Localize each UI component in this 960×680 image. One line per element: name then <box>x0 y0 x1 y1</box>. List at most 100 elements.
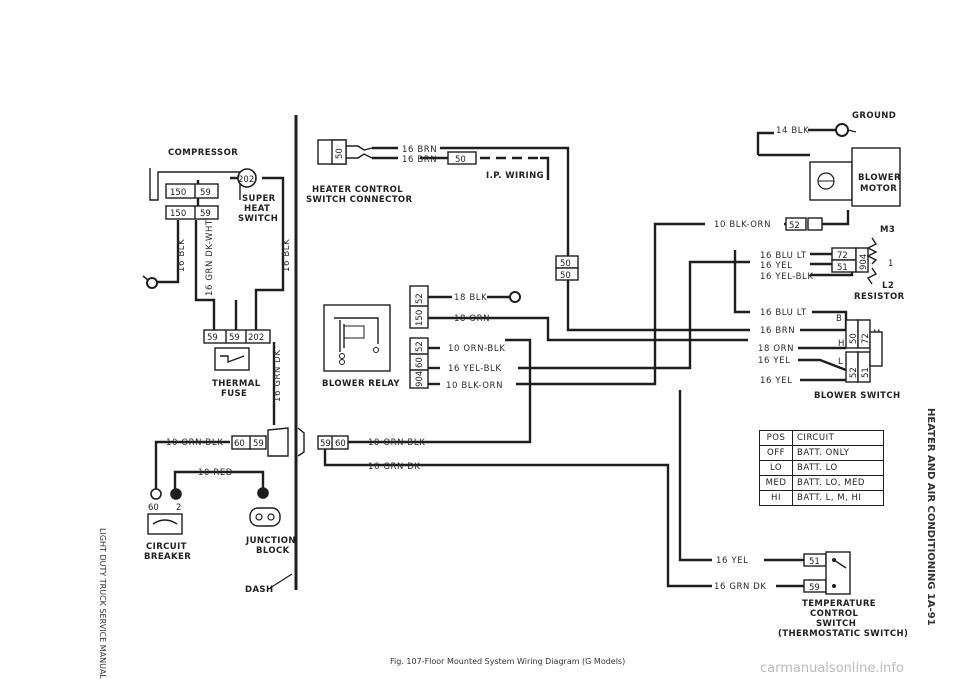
resistor-terminal-1: 1 <box>888 259 893 269</box>
temp-terminal-51: 51 <box>809 557 820 567</box>
junction-block: JUNCTION BLOCK <box>245 487 296 556</box>
junction-block-icon <box>249 507 281 527</box>
relay-lower-terminal-c: 904 <box>415 371 425 387</box>
relay-upper-connector: 52 150 <box>409 285 429 329</box>
blower-motor-label-2: MOTOR <box>860 184 897 194</box>
blower-motor-label-1: BLOWER <box>858 173 901 183</box>
wire-10-orn-blk-dash-right: 10 ORN-BLK <box>368 438 425 448</box>
wire-16-blk-right: 16 BLK <box>282 239 292 272</box>
heater-control-label-2: SWITCH CONNECTOR <box>306 195 413 205</box>
temp-label-3: SWITCH <box>816 619 856 629</box>
bs-terminal-h-label: H <box>838 339 844 349</box>
table-row: LO BATT. LO <box>759 460 884 476</box>
thermal-fuse: 59 59 202 THERMAL FUSE <box>203 329 271 399</box>
wire-18-blk: 18 BLK <box>454 293 487 303</box>
circuit-breaker-icon <box>147 513 183 535</box>
table-row: MED BATT. LO, MED <box>759 475 884 491</box>
bs-top-terminal-c: 904 <box>859 254 869 270</box>
blower-relay: BLOWER RELAY <box>322 304 400 389</box>
wire-16-yel-b: 16 YEL <box>758 356 790 366</box>
wire-16-brn-c: 16 BRN <box>760 326 795 336</box>
temp-label-2: CONTROL <box>810 609 859 619</box>
wire-10-red: 10 RED <box>198 468 233 478</box>
cb-terminal-a: 60 <box>148 503 159 513</box>
lower-terminal-b: 59 <box>200 209 211 219</box>
lower-terminal-a: 150 <box>170 209 186 219</box>
cb-terminal-b: 2 <box>176 503 181 513</box>
dash-left-terminal-a: 60 <box>234 439 245 449</box>
compressor-terminal-a: 150 <box>170 188 186 198</box>
circuit-breaker: 60 2 CIRCUIT BREAKER <box>144 488 191 562</box>
table-header-pos: POS <box>759 430 793 446</box>
dash-right-terminal-a: 59 <box>320 439 331 449</box>
dash-right-terminal-b: 60 <box>335 439 346 449</box>
wire-16-yel-c: 16 YEL <box>760 376 792 386</box>
thermal-fuse-label-2: FUSE <box>221 389 247 399</box>
circuit-breaker-label-1: CIRCUIT <box>146 542 187 552</box>
wire-10-blk-orn-relay: 10 BLK-ORN <box>446 381 503 391</box>
blower-motor: BLOWER MOTOR <box>809 147 901 207</box>
blower-switch-label: BLOWER SWITCH <box>814 391 901 401</box>
bs-left-terminal-a: 52 <box>849 367 859 378</box>
table-cell-pos: OFF <box>759 445 793 461</box>
relay-upper-terminal-a: 52 <box>415 293 425 304</box>
watermark: carmanualsonline.info <box>760 661 904 676</box>
bs-terminal-b-label: B <box>836 314 842 324</box>
vert-50-b: 50 <box>560 271 571 281</box>
junction-block-label-1: JUNCTION <box>245 536 296 546</box>
blower-relay-label: BLOWER RELAY <box>322 379 400 389</box>
wire-16-blu-lt-b: 16 BLU LT <box>760 308 807 318</box>
wire-10-orn-blk-dash-left: 10 ORN-BLK <box>166 438 223 448</box>
table-header-circuit: CIRCUIT <box>792 430 884 446</box>
super-heat-label-1: SUPER <box>242 194 276 204</box>
heater-control-switch-connector: 50 HEATER CONTROL SWITCH CONNECTOR <box>306 139 413 205</box>
relay-lower-connector: 52 60 904 <box>409 337 429 389</box>
ground-icon-left <box>142 275 158 289</box>
heater-control-label-1: HEATER CONTROL <box>312 185 403 195</box>
wire-16-grn-dk-wht: 16 GRN DK-WHT <box>205 219 215 296</box>
vertical-50-connector: 50 50 <box>555 255 579 281</box>
super-heat-terminal: 202 <box>238 175 254 185</box>
m3-label: M3 <box>880 225 895 235</box>
dash-connector-left: 60 59 <box>231 427 305 457</box>
thermal-fuse-label-1: THERMAL <box>212 379 261 389</box>
table-row: HI BATT. L, M, HI <box>759 490 884 506</box>
bs-mid-terminal-a: 50 <box>849 333 859 344</box>
ground-52-terminal: 52 <box>789 221 800 231</box>
wire-network <box>154 115 854 590</box>
wire-10-blk-orn-top: 10 BLK-ORN <box>714 220 771 230</box>
blower-switch: B H L M 50 72 52 51 BLOWER SWITCH <box>814 314 901 401</box>
ip-connector: 50 <box>447 151 477 165</box>
circuit-table: POS CIRCUIT OFF BATT. ONLY LO BATT. LO M… <box>759 430 884 506</box>
ip-terminal: 50 <box>455 155 466 165</box>
junction-block-label-2: BLOCK <box>256 546 290 556</box>
table-header-row: POS CIRCUIT <box>759 430 884 446</box>
temp-label-4: (THERMOSTATIC SWITCH) <box>778 629 908 639</box>
table-row: OFF BATT. ONLY <box>759 445 884 461</box>
temp-label-1: TEMPERATURE <box>802 599 876 609</box>
thermal-fuse-icon <box>214 347 250 371</box>
table-cell-circuit: BATT. LO, MED <box>792 475 884 491</box>
resistor: M3 1 L2 RESISTOR <box>854 225 905 302</box>
temperature-control-switch: 51 59 TEMPERATURE CONTROL SWITCH (THERMO… <box>778 551 908 639</box>
bs-terminal-l-label: L <box>838 357 843 367</box>
resistor-label-2: RESISTOR <box>854 292 905 302</box>
bs-mid-terminal-b: 72 <box>861 333 871 344</box>
heater-conn-terminal: 50 <box>335 148 345 159</box>
resistor-icon <box>866 237 878 265</box>
ground-icon-right <box>835 123 857 137</box>
super-heat-switch: 202 SUPER HEAT SWITCH <box>237 168 278 224</box>
table-cell-circuit: BATT. LO <box>792 460 884 476</box>
ground-connector-52: 52 <box>785 217 823 231</box>
wire-18-orn-a: 18 ORN <box>454 314 490 324</box>
temperature-control-switch-icon <box>825 551 851 595</box>
side-title-left: LIGHT DUTY TRUCK SERVICE MANUAL <box>98 528 107 679</box>
wire-10-orn-blk-relay: 10 ORN-BLK <box>448 344 505 354</box>
ground-label: GROUND <box>852 111 896 121</box>
dash-connector-right: 59 60 <box>317 435 349 450</box>
compressor: COMPRESSOR 150 59 <box>149 148 241 201</box>
super-heat-label-2: HEAT <box>244 204 270 214</box>
wire-16-blk-left: 16 BLK <box>177 239 187 272</box>
wire-16-blu-lt-a: 16 BLU LT <box>760 251 807 261</box>
fuse-terminal-a: 59 <box>207 333 218 343</box>
